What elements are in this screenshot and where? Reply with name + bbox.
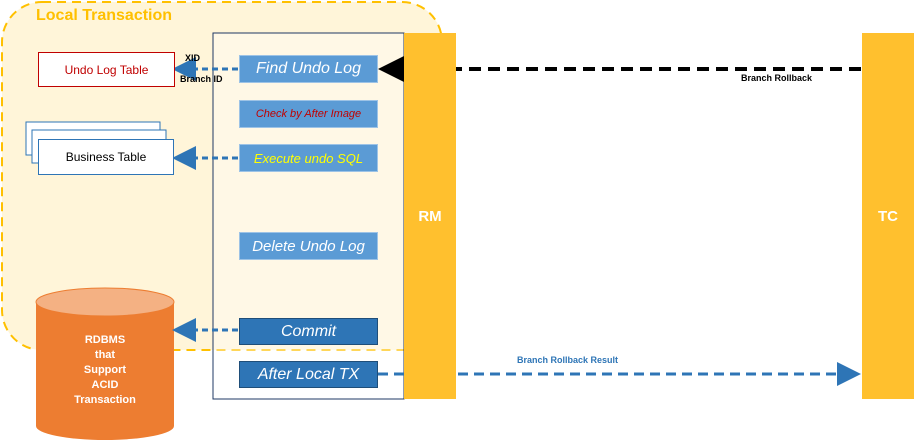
rdbms-label-line: ACID (91, 379, 119, 391)
step-find-undo-log: Find Undo Log (239, 55, 378, 83)
step-delete-undo-log: Delete Undo Log (239, 232, 378, 260)
rdbms-label-line: that (94, 349, 116, 361)
step-check-after-image: Check by After Image (239, 100, 378, 128)
rdbms-label: RDBMS that Support ACID Transaction (36, 333, 174, 408)
business-table: Business Table (38, 139, 174, 175)
branch-rollback-label: Branch Rollback (741, 73, 813, 83)
rdbms-cylinder (35, 287, 175, 440)
xid-label: XID (185, 53, 201, 63)
rm-bar: RM (404, 33, 456, 399)
rdbms-label-line: RDBMS (84, 334, 126, 346)
local-transaction-title: Local Transaction (36, 7, 173, 24)
undo-log-table: Undo Log Table (38, 52, 175, 87)
step-after-local-tx: After Local TX (239, 361, 378, 388)
branch-rollback-result-label: Branch Rollback Result (517, 355, 619, 365)
step-execute-undo-sql: Execute undo SQL (239, 144, 378, 172)
rdbms-label-line: Support (83, 364, 127, 376)
rdbms-label-line: Transaction (74, 394, 136, 406)
step-commit: Commit (239, 318, 378, 345)
branch-id-label: Branch ID (180, 74, 223, 84)
tc-bar: TC (862, 33, 914, 399)
